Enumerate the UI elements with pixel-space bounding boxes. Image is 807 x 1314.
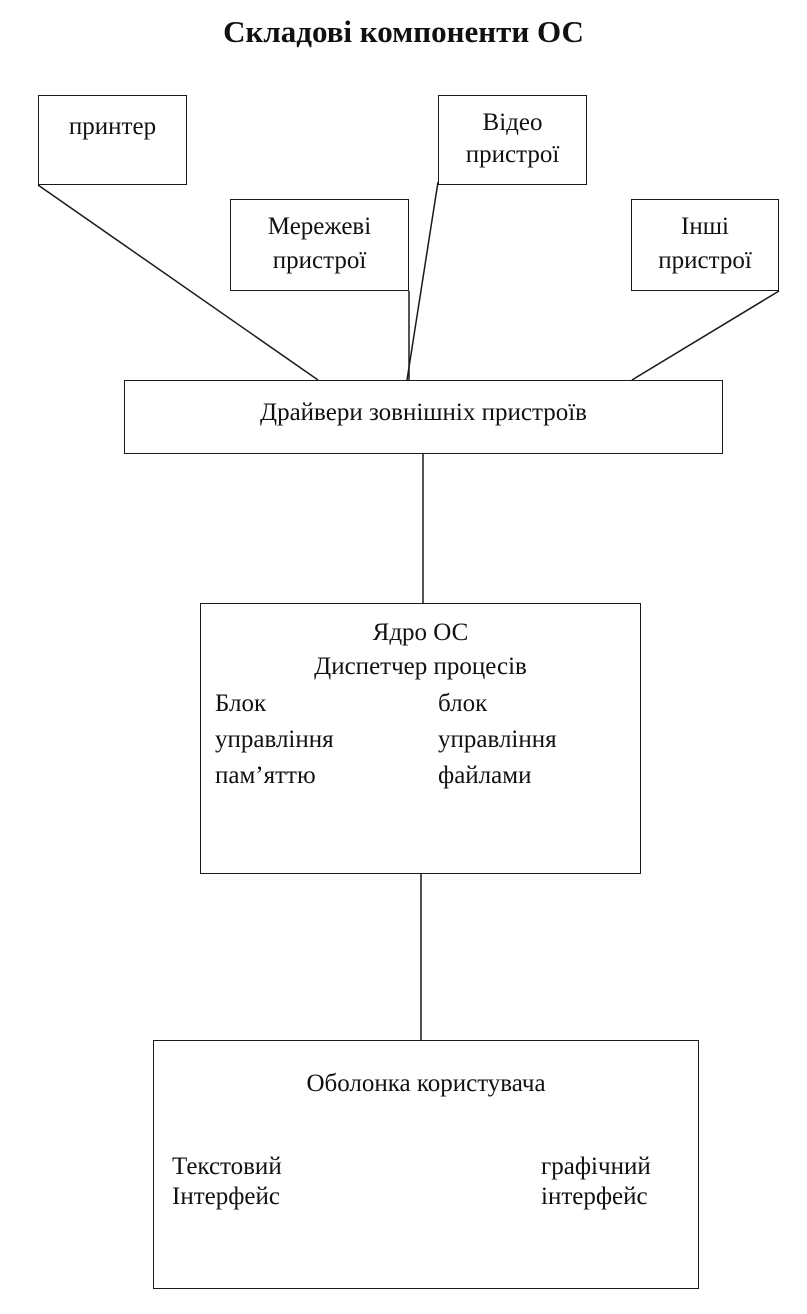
other-label-line1: Інші — [681, 213, 729, 240]
kernel-box: Ядро ОС Диспетчер процесів Блок управлін… — [200, 603, 641, 874]
text-interface-line: Інтерфейс — [172, 1183, 280, 1210]
kernel-title: Ядро ОС — [372, 619, 469, 646]
file-block-line: управління — [438, 726, 557, 753]
connector-video-drivers — [406, 181, 439, 381]
printer-box: принтер — [38, 95, 187, 185]
other-devices-box: Інші пристрої — [631, 199, 779, 291]
text-interface-label: Текстовий Інтерфейс — [172, 1152, 392, 1212]
user-shell-box: Оболонка користувача Текстовий Інтерфейс… — [153, 1040, 699, 1289]
printer-label: принтер — [68, 113, 157, 140]
drivers-label: Драйвери зовнішніх пристроїв — [260, 399, 587, 426]
video-devices-box: Відео пристрої — [438, 95, 587, 185]
network-label-line1: Мережеві — [267, 213, 372, 240]
file-block-line: блок — [438, 690, 488, 717]
other-label-line2: пристрої — [658, 247, 752, 274]
diagram-title: Складові компоненти ОС — [223, 14, 584, 49]
file-block-label: блок управління файлами — [438, 686, 638, 794]
memory-block-line: управління — [215, 726, 334, 753]
user-shell-title: Оболонка користувача — [306, 1070, 546, 1097]
file-block-line: файлами — [438, 762, 532, 789]
graphic-interface-line: графічний — [541, 1153, 651, 1180]
graphic-interface-label: графічний інтерфейс — [541, 1152, 691, 1212]
network-devices-box: Мережеві пристрої — [230, 199, 409, 291]
memory-block-line: Блок — [215, 690, 267, 717]
drivers-box: Драйвери зовнішніх пристроїв — [124, 380, 723, 454]
video-label-line2: пристрої — [465, 141, 560, 168]
connector-printer-drivers — [37, 184, 319, 381]
process-dispatcher-label: Диспетчер процесів — [314, 653, 527, 680]
memory-block-label: Блок управління пам’яттю — [215, 686, 415, 794]
network-label-line2: пристрої — [272, 247, 367, 274]
video-label-line1: Відео — [482, 109, 543, 136]
connector-other-drivers — [631, 290, 780, 381]
graphic-interface-line: інтерфейс — [541, 1183, 648, 1210]
text-interface-line: Текстовий — [172, 1153, 282, 1180]
memory-block-line: пам’яттю — [215, 762, 316, 789]
